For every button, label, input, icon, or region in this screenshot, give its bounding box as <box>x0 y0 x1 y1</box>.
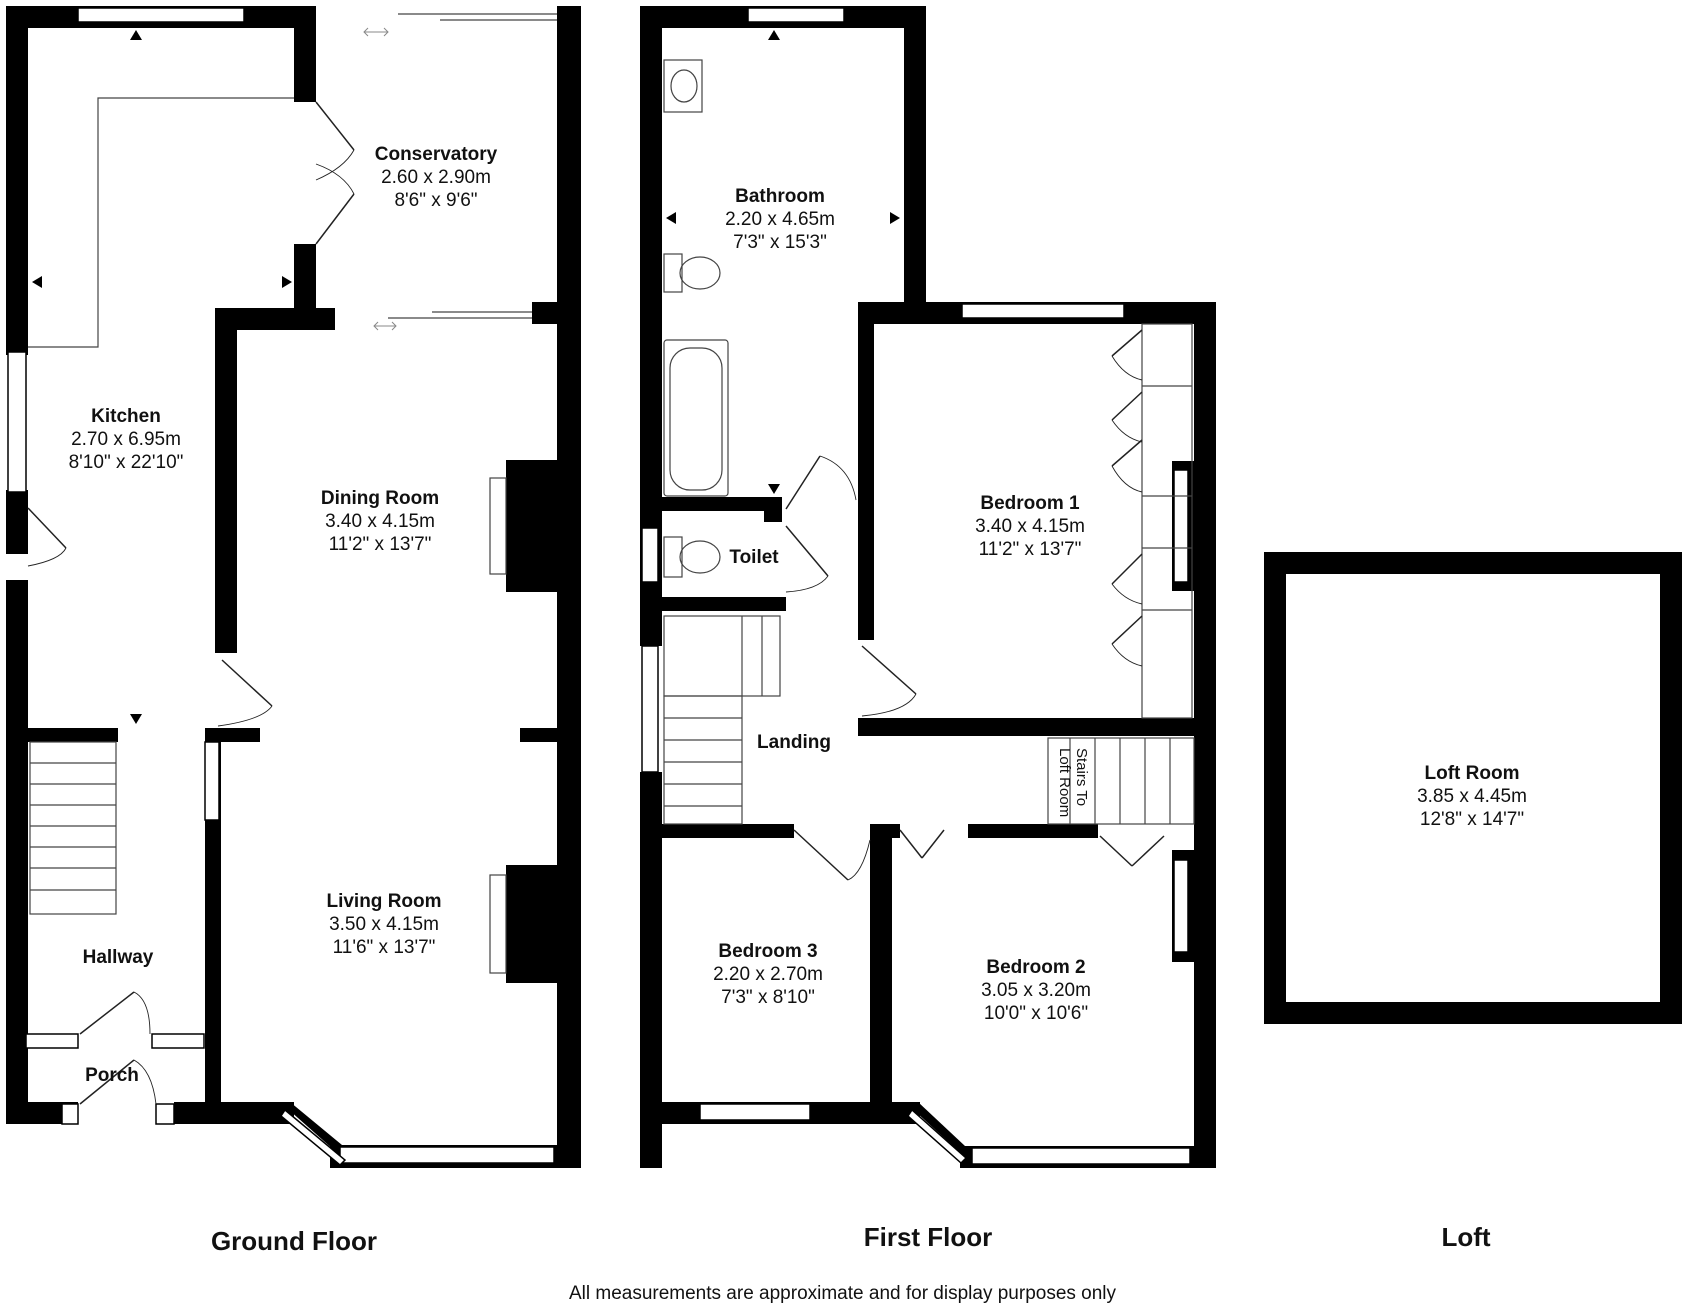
room-label-living: Living Room 3.50 x 4.15m 11'6" x 13'7" <box>326 890 441 959</box>
floor-title-first: First Floor <box>863 1222 993 1252</box>
room-name-hallway: Hallway <box>82 947 154 968</box>
room-metric-bedroom1: 3.40 x 4.15m <box>975 516 1085 537</box>
stairs-label-line1: Stairs To <box>1073 748 1090 807</box>
ground-floor-fixtures <box>28 13 557 974</box>
room-imperial-loftroom: 12'8" x 14'7" <box>1419 809 1525 830</box>
room-imperial-dining: 11'2" x 13'7" <box>328 534 432 555</box>
sliding-door-arrows <box>363 27 397 331</box>
room-metric-conservatory: 2.60 x 2.90m <box>381 167 491 188</box>
disclaimer-text: All measurements are approximate and for… <box>568 1283 1117 1304</box>
room-name-bedroom3: Bedroom 3 <box>718 941 818 962</box>
room-name-loftroom: Loft Room <box>1424 763 1520 784</box>
room-metric-bedroom2: 3.05 x 3.20m <box>981 980 1091 1001</box>
room-name-kitchen: Kitchen <box>91 406 161 427</box>
room-imperial-conservatory: 8'6" x 9'6" <box>394 190 478 211</box>
room-label-bedroom3: Bedroom 3 2.20 x 2.70m 7'3" x 8'10" <box>713 940 823 1009</box>
room-metric-bedroom3: 2.20 x 2.70m <box>713 964 823 985</box>
room-name-dining: Dining Room <box>320 488 440 509</box>
room-metric-living: 3.50 x 4.15m <box>329 914 439 935</box>
room-imperial-bedroom1: 11'2" x 13'7" <box>978 539 1082 560</box>
stairs-label-line2: Loft Room <box>1056 748 1073 818</box>
first-floor-arrows <box>666 30 900 494</box>
stairs-to-loft-label: Stairs To Loft Room <box>1056 748 1090 817</box>
room-name-bedroom2: Bedroom 2 <box>986 957 1086 978</box>
room-name-living: Living Room <box>326 891 442 912</box>
room-label-bedroom2: Bedroom 2 3.05 x 3.20m 10'0" x 10'6" <box>981 956 1091 1025</box>
floor-title-loft: Loft <box>1441 1222 1491 1252</box>
room-label-bathroom: Bathroom 2.20 x 4.65m 7'3" x 15'3" <box>725 185 835 254</box>
room-metric-bathroom: 2.20 x 4.65m <box>725 209 835 230</box>
floor-title-ground: Ground Floor <box>210 1226 378 1256</box>
room-imperial-bedroom2: 10'0" x 10'6" <box>983 1003 1089 1024</box>
first-floor-doors <box>785 329 1165 881</box>
first-floor-fixtures <box>663 59 1195 825</box>
room-imperial-bedroom3: 7'3" x 8'10" <box>721 987 815 1008</box>
room-name-bathroom: Bathroom <box>735 186 825 207</box>
room-label-dining: Dining Room 3.40 x 4.15m 11'2" x 13'7" <box>321 487 439 556</box>
room-label-toilet: Toilet <box>729 546 778 569</box>
room-label-porch: Porch <box>85 1064 139 1087</box>
ground-floor-doors <box>27 101 355 1105</box>
room-imperial-bathroom: 7'3" x 15'3" <box>733 232 827 253</box>
ground-floor-windows <box>7 7 555 1167</box>
room-metric-dining: 3.40 x 4.15m <box>325 511 435 532</box>
room-name-conservatory: Conservatory <box>374 144 498 165</box>
room-name-landing: Landing <box>757 732 831 753</box>
room-label-landing: Landing <box>757 731 831 754</box>
room-label-conservatory: Conservatory 2.60 x 2.90m 8'6" x 9'6" <box>375 143 498 212</box>
room-name-toilet: Toilet <box>729 547 779 568</box>
room-label-kitchen: Kitchen 2.70 x 6.95m 8'10" x 22'10" <box>69 405 184 474</box>
room-name-bedroom1: Bedroom 1 <box>980 493 1080 514</box>
room-metric-kitchen: 2.70 x 6.95m <box>71 429 181 450</box>
room-label-hallway: Hallway <box>83 946 154 969</box>
room-imperial-kitchen: 8'10" x 22'10" <box>68 452 184 473</box>
room-name-porch: Porch <box>85 1065 139 1086</box>
first-floor-windows <box>641 7 1191 1165</box>
ground-floor-arrows <box>32 30 292 724</box>
room-metric-loftroom: 3.85 x 4.45m <box>1417 786 1527 807</box>
room-imperial-living: 11'6" x 13'7" <box>332 937 436 958</box>
room-label-bedroom1: Bedroom 1 3.40 x 4.15m 11'2" x 13'7" <box>975 492 1085 561</box>
room-label-loftroom: Loft Room 3.85 x 4.45m 12'8" x 14'7" <box>1417 762 1527 831</box>
loft-walls <box>1264 552 1682 1024</box>
